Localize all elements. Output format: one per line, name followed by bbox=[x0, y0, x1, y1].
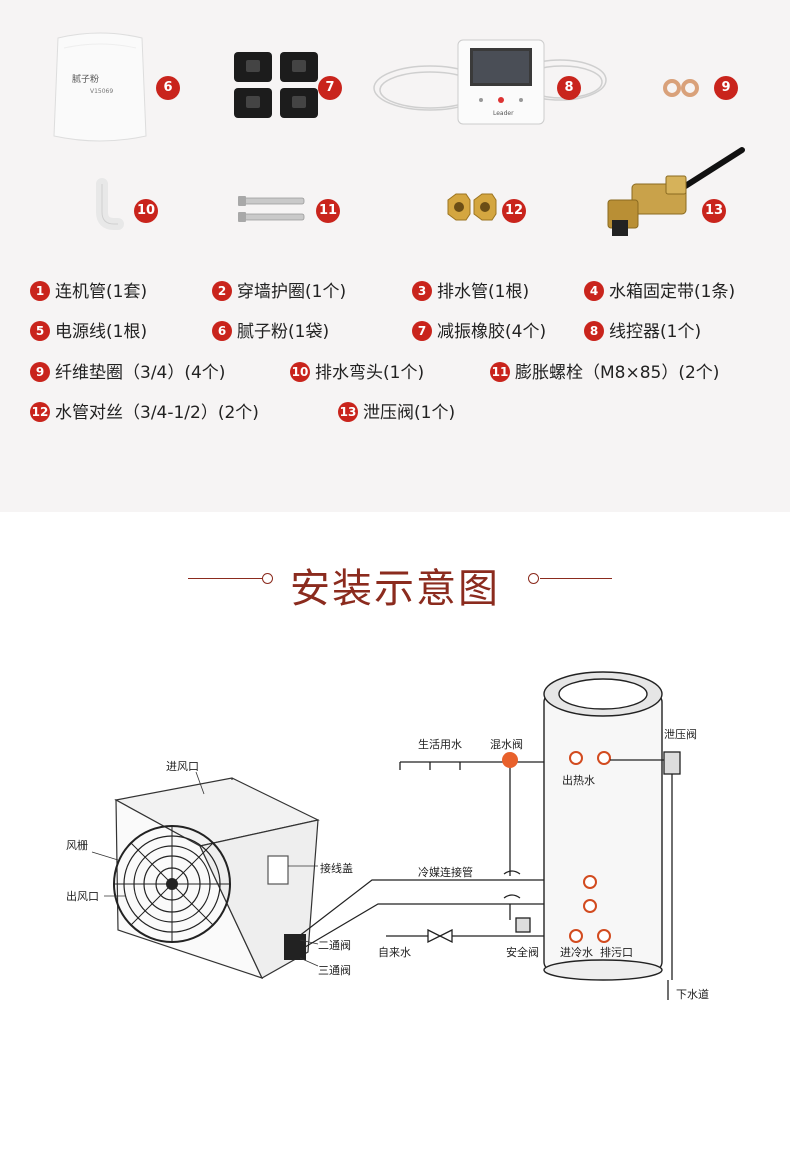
legend-badge: 10 bbox=[290, 362, 310, 382]
legend-badge: 8 bbox=[584, 321, 604, 341]
label-sewer: 下水道 bbox=[676, 988, 709, 1001]
legend-badge: 13 bbox=[338, 402, 358, 422]
pipe-adapter-icon bbox=[447, 193, 497, 221]
label-air-inlet: 进风口 bbox=[166, 760, 199, 773]
title-line-right bbox=[540, 578, 612, 579]
fiber-washer-thumb bbox=[662, 76, 712, 100]
label-pressure-relief-valve: 泄压阀 bbox=[664, 728, 697, 741]
putty-bag-thumb: 腻子粉 V15069 bbox=[50, 28, 150, 146]
expansion-bolt-thumb bbox=[236, 192, 308, 228]
legend-label: 电源线(1根) bbox=[55, 322, 148, 342]
legend-badge: 1 bbox=[30, 281, 50, 301]
legend-label: 线控器(1个) bbox=[609, 322, 702, 342]
legend-label: 排水管(1根) bbox=[437, 282, 530, 302]
legend-badge: 7 bbox=[412, 321, 432, 341]
legend-label: 纤维垫圈（3/4）(4个) bbox=[55, 363, 226, 383]
mixing-valve bbox=[502, 752, 518, 768]
thumb-badge-10: 10 bbox=[134, 199, 158, 223]
relief-valve-line bbox=[610, 751, 681, 1000]
legend-badge: 3 bbox=[412, 281, 432, 301]
legend-badge: 6 bbox=[212, 321, 232, 341]
accessories-panel: 腻子粉 V15069 6 7 Leader bbox=[0, 0, 790, 512]
label-domestic-water: 生活用水 bbox=[418, 738, 462, 751]
label-wiring-cover: 接线盖 bbox=[320, 862, 353, 875]
wire-controller-thumb: Leader bbox=[370, 38, 610, 128]
water-tank bbox=[543, 671, 663, 981]
legend-label: 膨胀螺栓（M8×85）(2个) bbox=[515, 363, 720, 383]
thumb-badge-13: 13 bbox=[702, 199, 726, 223]
rubber-pad-thumb bbox=[228, 48, 324, 122]
domestic-water-line bbox=[399, 761, 570, 920]
legend-badge: 4 bbox=[584, 281, 604, 301]
legend-label: 排水弯头(1个) bbox=[315, 363, 425, 383]
fan-grille bbox=[113, 825, 231, 943]
legend-label: 连机管(1套) bbox=[55, 282, 148, 302]
legend-badge: 2 bbox=[212, 281, 232, 301]
rubber-pad-icon bbox=[234, 52, 318, 118]
diagram-title: 安装示意图 bbox=[290, 566, 500, 612]
tap-water-line bbox=[386, 917, 570, 944]
label-tap-water: 自来水 bbox=[378, 946, 411, 959]
section-title: 安装示意图 bbox=[0, 556, 790, 612]
label-cold-water-in: 进冷水 bbox=[560, 946, 593, 959]
thumb-badge-8: 8 bbox=[557, 76, 581, 100]
thumb-badge-6: 6 bbox=[156, 76, 180, 100]
title-dot-left bbox=[262, 573, 273, 584]
title-line-left bbox=[188, 578, 262, 579]
relief-valve-icon bbox=[607, 147, 745, 236]
title-dot-right bbox=[528, 573, 539, 584]
legend-badge: 5 bbox=[30, 321, 50, 341]
fiber-washer-icon bbox=[663, 79, 699, 97]
thumb-badge-11: 11 bbox=[316, 199, 340, 223]
legend-badge: 9 bbox=[30, 362, 50, 382]
legend-badge: 12 bbox=[30, 402, 50, 422]
expansion-bolt-icon bbox=[238, 196, 305, 222]
label-three-way-valve: 三通阀 bbox=[318, 964, 351, 977]
putty-bag-code: V15069 bbox=[90, 88, 114, 95]
legend-label: 腻子粉(1袋) bbox=[237, 322, 330, 342]
fan-hub bbox=[166, 878, 178, 890]
putty-bag-text: 腻子粉 bbox=[72, 75, 100, 85]
controller-brand: Leader bbox=[493, 110, 514, 117]
legend-label: 穿墙护圈(1个) bbox=[237, 282, 347, 302]
label-hot-water-out: 出热水 bbox=[562, 774, 595, 787]
relief-valve-thumb bbox=[604, 146, 750, 242]
label-mixing-valve: 混水阀 bbox=[490, 738, 523, 751]
legend-label: 泄压阀(1个) bbox=[363, 403, 456, 423]
wire-controller-icon bbox=[373, 39, 607, 125]
drain-elbow-thumb bbox=[88, 178, 128, 238]
putty-bag-icon bbox=[53, 32, 147, 142]
outdoor-unit bbox=[114, 777, 320, 980]
label-refrigerant-pipe: 冷媒连接管 bbox=[418, 866, 473, 879]
label-drain-outlet: 排污口 bbox=[600, 946, 633, 959]
legend-badge: 11 bbox=[490, 362, 510, 382]
thumb-badge-7: 7 bbox=[318, 76, 342, 100]
label-fan-grille: 风栅 bbox=[66, 839, 88, 852]
thumb-badge-12: 12 bbox=[502, 199, 526, 223]
legend-label: 水管对丝（3/4-1/2）(2个) bbox=[55, 403, 259, 423]
legend-label: 水箱固定带(1条) bbox=[609, 282, 736, 302]
label-air-outlet: 出风口 bbox=[66, 890, 99, 903]
label-safety-valve: 安全阀 bbox=[506, 946, 539, 959]
drain-elbow-icon bbox=[96, 178, 124, 230]
label-two-way-valve: 二通阀 bbox=[318, 939, 351, 952]
pipe-adapter-thumb bbox=[444, 192, 500, 222]
valve-port bbox=[284, 934, 306, 960]
legend-label: 减振橡胶(4个) bbox=[437, 322, 547, 342]
thumb-badge-9: 9 bbox=[714, 76, 738, 100]
